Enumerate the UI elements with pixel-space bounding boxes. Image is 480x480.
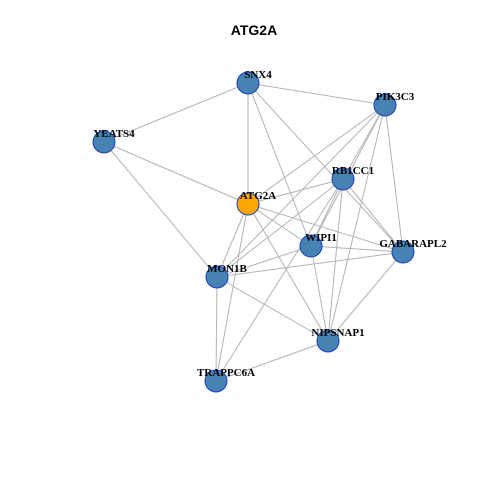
edge-wipi1-gabarapl2 xyxy=(310,245,404,253)
edge-pik3c3-nipsnap1 xyxy=(327,104,386,342)
edge-atg2a-rb1cc1 xyxy=(247,178,344,205)
edge-gabarapl2-nipsnap1 xyxy=(327,251,404,342)
node-label-nipsnap1: NIPSNAP1 xyxy=(311,327,364,339)
node-label-pik3c3: PIK3C3 xyxy=(376,91,415,103)
edge-rb1cc1-mon1b xyxy=(216,178,344,278)
edge-nipsnap1-trappc6a xyxy=(215,340,329,382)
node-snx4[interactable] xyxy=(236,71,260,95)
edge-rb1cc1-nipsnap1 xyxy=(327,178,344,342)
node-label-wipi1: WIPI1 xyxy=(305,232,337,244)
edge-rb1cc1-trappc6a xyxy=(215,178,344,382)
node-label-snx4: SNX4 xyxy=(244,69,272,81)
edge-rb1cc1-gabarapl2 xyxy=(342,178,404,253)
edge-mon1b-trappc6a xyxy=(215,276,218,382)
graph-title: ATG2A xyxy=(231,22,277,38)
edge-snx4-pik3c3 xyxy=(247,82,386,106)
nodes-group xyxy=(92,71,415,393)
edge-rb1cc1-wipi1 xyxy=(310,178,344,247)
node-mon1b[interactable] xyxy=(205,265,229,289)
edge-wipi1-mon1b xyxy=(216,245,312,278)
node-nipsnap1[interactable] xyxy=(316,329,340,353)
edge-atg2a-gabarapl2 xyxy=(247,203,404,253)
node-pik3c3[interactable] xyxy=(373,93,397,117)
node-trappc6a[interactable] xyxy=(204,369,228,393)
node-wipi1[interactable] xyxy=(299,234,323,258)
edge-atg2a-nipsnap1 xyxy=(247,203,329,342)
node-label-atg2a: ATG2A xyxy=(240,190,277,202)
edge-snx4-gabarapl2 xyxy=(247,82,404,253)
node-yeats4[interactable] xyxy=(92,130,116,154)
edge-pik3c3-mon1b xyxy=(216,104,386,278)
edges-group xyxy=(103,82,404,382)
edge-mon1b-nipsnap1 xyxy=(216,276,329,342)
edge-snx4-yeats4 xyxy=(103,82,249,143)
node-label-gabarapl2: GABARAPL2 xyxy=(379,238,447,250)
edge-atg2a-trappc6a xyxy=(215,203,249,382)
edge-atg2a-wipi1 xyxy=(247,203,312,247)
edge-gabarapl2-mon1b xyxy=(216,251,404,278)
edge-wipi1-nipsnap1 xyxy=(310,245,329,342)
node-gabarapl2[interactable] xyxy=(391,240,415,264)
edge-pik3c3-gabarapl2 xyxy=(384,104,404,253)
node-rb1cc1[interactable] xyxy=(331,167,355,191)
node-label-mon1b: MON1B xyxy=(207,263,247,275)
node-label-yeats4: YEATS4 xyxy=(93,128,135,140)
node-label-trappc6a: TRAPPC6A xyxy=(197,367,255,379)
edge-yeats4-mon1b xyxy=(103,141,218,278)
edge-pik3c3-atg2a xyxy=(247,104,386,205)
node-label-rb1cc1: RB1CC1 xyxy=(332,165,374,177)
edge-yeats4-atg2a xyxy=(103,141,249,205)
edge-snx4-wipi1 xyxy=(247,82,312,247)
edge-atg2a-mon1b xyxy=(216,203,249,278)
node-atg2a[interactable] xyxy=(236,192,260,216)
